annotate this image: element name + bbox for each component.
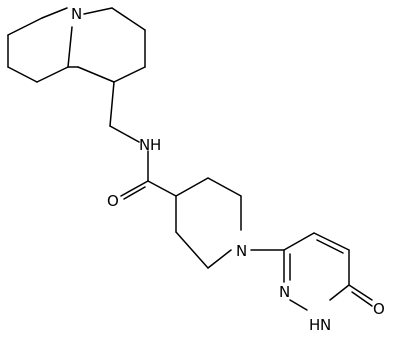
atom-label-pyridazine-nh-n: N <box>320 316 331 334</box>
piperidine-ring <box>175 177 242 269</box>
atom-label-pyridazine-n2: N <box>279 283 290 301</box>
quinolizidine-right-ring <box>67 7 146 83</box>
atom-label-piperidine-n: N <box>236 242 247 260</box>
quinolizidine-left-ring <box>7 7 73 83</box>
atom-label-pyridazine-nh-h: H <box>309 316 320 334</box>
atom-label-amide-h: H <box>150 136 161 154</box>
atom-label-quinolizidine-n: N <box>71 5 82 23</box>
atom-label-amide-n: N <box>139 136 150 154</box>
pyridazinone-carbonyl <box>348 284 373 307</box>
atom-label-carbonyl-o: O <box>107 192 119 210</box>
methylene-linker <box>109 81 140 143</box>
pyridazinone-ring <box>283 232 350 311</box>
atom-label-pyridazinone-o: O <box>373 300 385 318</box>
amide-group <box>120 150 177 200</box>
